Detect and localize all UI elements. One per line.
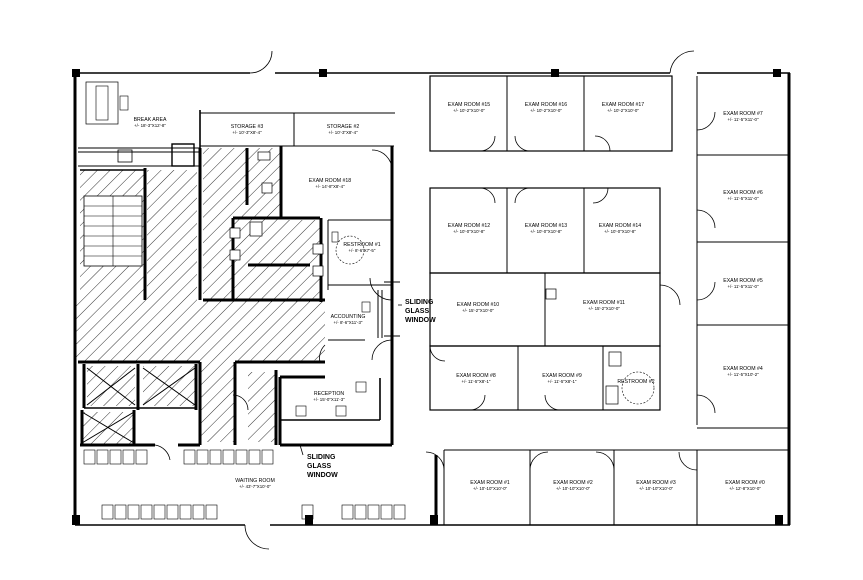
room-dims-waiting: +/- 43'-7"X10'-0" xyxy=(239,484,271,489)
room-name-restroom-2: RESTROOM #2 xyxy=(617,379,654,385)
room-name-exam-1: EXAM ROOM #1 xyxy=(470,480,510,486)
room-name-exam-0: EXAM ROOM #0 xyxy=(725,480,765,486)
room-name-waiting: WAITING ROOM xyxy=(235,478,275,484)
room-name-exam-9: EXAM ROOM #9 xyxy=(542,373,582,379)
room-dims-exam-7: +/- 11'-5"X11'-0" xyxy=(727,117,759,122)
room-dims-exam-16: +/- 10'-2"X10'-0" xyxy=(530,108,562,113)
room-name-storage-3: STORAGE #3 xyxy=(231,124,264,130)
room-name-exam-8: EXAM ROOM #8 xyxy=(456,373,496,379)
sliding-window-note-top: SLIDING GLASS WINDOW xyxy=(398,299,436,324)
room-dims-exam-15: +/- 10'-2"X10'-0" xyxy=(453,108,485,113)
room-dims-exam-10: +/- 15'-2"X10'-0" xyxy=(462,308,494,313)
room-dims-exam-2: +/- 10'-10"X10'-0" xyxy=(556,486,591,491)
room-name-exam-7: EXAM ROOM #7 xyxy=(723,111,763,117)
room-dims-exam-11: +/- 15'-2"X10'-0" xyxy=(588,306,620,311)
sliding-window-note-bottom: SLIDING GLASS WINDOW xyxy=(299,444,338,479)
room-name-exam-4: EXAM ROOM #4 xyxy=(723,366,763,372)
note-line: WINDOW xyxy=(307,472,338,479)
right-exam-walls xyxy=(696,76,789,429)
room-name-exam-3: EXAM ROOM #3 xyxy=(636,480,676,486)
center-exam-walls xyxy=(429,75,673,411)
room-name-restroom-1: RESTROOM #1 xyxy=(343,242,380,248)
room-name-exam-10: EXAM ROOM #10 xyxy=(457,302,499,308)
room-name-exam-16: EXAM ROOM #16 xyxy=(525,102,567,108)
room-name-exam-17: EXAM ROOM #17 xyxy=(602,102,644,108)
room-dims-restroom-1: +/- 8'-6"X7'-5" xyxy=(349,248,376,253)
accounting-walls xyxy=(327,146,400,445)
room-name-exam-14: EXAM ROOM #14 xyxy=(599,223,641,229)
room-name-exam-18: EXAM ROOM #18 xyxy=(309,178,351,184)
room-dims-exam-0: +/- 12'-8"X10'-0" xyxy=(729,486,761,491)
room-dims-reception: +/- 15'-0"X11'-3" xyxy=(313,397,345,402)
room-dims-exam-18: +/- 14'-8"X8'-4" xyxy=(315,184,345,189)
room-dims-break-area: +/- 18'-3"X12'-8" xyxy=(134,123,166,128)
note-line: SLIDING xyxy=(405,299,434,306)
room-dims-exam-14: +/- 10'-0"X10'-8" xyxy=(604,229,636,234)
room-dims-storage-2: +/- 10'-3"X8'-4" xyxy=(328,130,358,135)
room-dims-exam-1: +/- 10'-10"X10'-0" xyxy=(473,486,508,491)
bottom-exam-walls xyxy=(434,449,789,525)
room-name-exam-2: EXAM ROOM #2 xyxy=(553,480,593,486)
room-name-accounting: ACCOUNTING xyxy=(331,314,366,320)
room-name-exam-5: EXAM ROOM #5 xyxy=(723,278,763,284)
room-dims-accounting: +/- 8'-6"X11'-3" xyxy=(334,320,363,325)
room-name-break-area: BREAK AREA xyxy=(134,117,167,123)
room-name-storage-2: STORAGE #2 xyxy=(327,124,360,130)
note-line: GLASS xyxy=(307,463,331,470)
room-dims-exam-8: +/- 11'-5"X8'-1" xyxy=(462,379,491,384)
room-name-reception: RECEPTION xyxy=(314,391,345,397)
room-labels: BREAK AREA +/- 18'-3"X12'-8" STORAGE #3 … xyxy=(134,102,765,491)
furniture xyxy=(83,81,406,520)
left-wing-walls xyxy=(78,110,395,447)
room-dims-exam-4: +/- 11'-5"X10'-2" xyxy=(727,372,759,377)
door-swings xyxy=(154,50,716,550)
room-name-exam-13: EXAM ROOM #13 xyxy=(525,223,567,229)
room-dims-exam-13: +/- 10'-0"X10'-8" xyxy=(530,229,562,234)
room-name-exam-12: EXAM ROOM #12 xyxy=(448,223,490,229)
room-name-exam-15: EXAM ROOM #15 xyxy=(448,102,490,108)
room-name-exam-11: EXAM ROOM #11 xyxy=(583,300,625,306)
room-dims-exam-6: +/- 11'-5"X11'-0" xyxy=(727,196,759,201)
note-line: GLASS xyxy=(405,308,429,315)
room-dims-exam-12: +/- 10'-0"X10'-8" xyxy=(453,229,485,234)
room-name-exam-6: EXAM ROOM #6 xyxy=(723,190,763,196)
note-line: SLIDING xyxy=(307,454,336,461)
room-dims-exam-9: +/- 11'-5"X8'-1" xyxy=(548,379,577,384)
room-dims-exam-17: +/- 10'-2"X10'-0" xyxy=(607,108,639,113)
room-dims-exam-5: +/- 11'-5"X11'-0" xyxy=(727,284,759,289)
room-dims-exam-3: +/- 10'-10"X10'-0" xyxy=(639,486,674,491)
room-dims-storage-3: +/- 10'-3"X8'-4" xyxy=(232,130,262,135)
note-line: WINDOW xyxy=(405,317,436,324)
